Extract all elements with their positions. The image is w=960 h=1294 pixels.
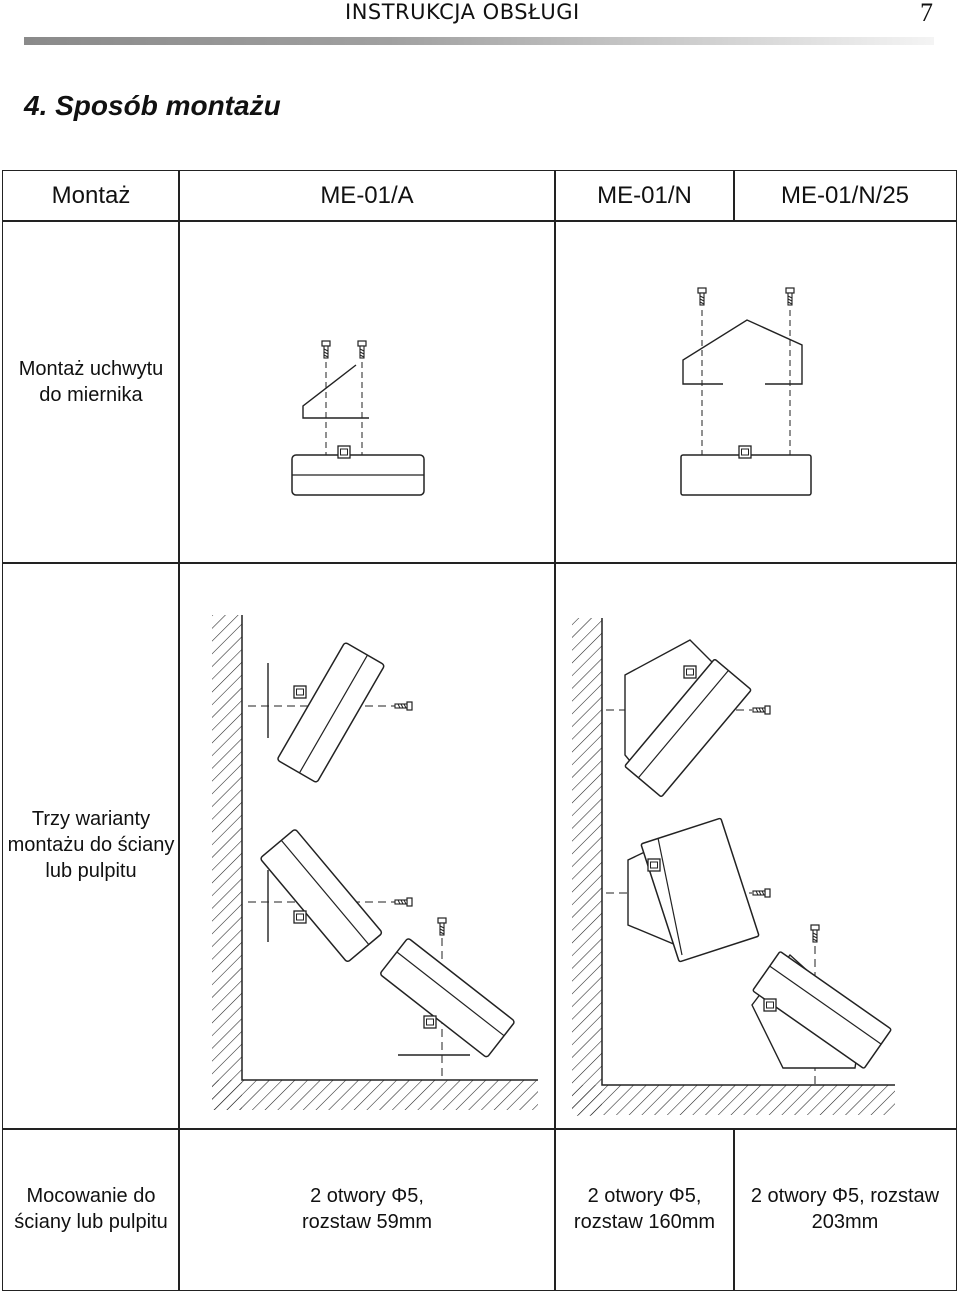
row-label-line: Trzy warianty bbox=[31, 808, 151, 830]
table-vline bbox=[178, 170, 180, 1291]
holes-spec-line: rozstaw 59mm bbox=[301, 1211, 433, 1233]
row-label-wall-fixing: Mocowanie do ściany lub pulpitu bbox=[4, 1183, 178, 1235]
table-vline bbox=[554, 170, 556, 1291]
mounting-table bbox=[2, 170, 957, 1291]
row-label-holder-mounting: Montaż uchwytu do miernika bbox=[4, 356, 178, 408]
table-hline bbox=[2, 220, 957, 222]
column-header-me01n: ME-01/N bbox=[597, 182, 692, 209]
holes-spec-line: 2 otwory Φ5, rozstaw bbox=[750, 1185, 940, 1207]
document-header-title: INSTRUKCJA OBSŁUGI bbox=[345, 0, 580, 24]
table-hline bbox=[2, 562, 957, 564]
row-label-line: Montaż uchwytu bbox=[18, 358, 164, 380]
column-header-me01n25: ME-01/N/25 bbox=[780, 182, 910, 209]
row-label-line: ściany lub pulpitu bbox=[14, 1211, 168, 1233]
row-label-line: lub pulpitu bbox=[45, 860, 137, 882]
holes-spec-me01a: 2 otwory Φ5, rozstaw 59mm bbox=[180, 1183, 554, 1235]
row-label-wall-variants: Trzy warianty montażu do ściany lub pulp… bbox=[4, 806, 178, 884]
row-label-line: montażu do ściany bbox=[7, 834, 175, 856]
column-header-montaz: Montaż bbox=[51, 182, 131, 209]
column-header-me01a: ME-01/A bbox=[320, 182, 414, 209]
holes-spec-line: rozstaw 160mm bbox=[573, 1211, 716, 1233]
section-title: 4. Sposób montażu bbox=[24, 90, 281, 121]
table-hline bbox=[2, 1128, 957, 1130]
row-label-line: Mocowanie do bbox=[26, 1185, 156, 1207]
holes-spec-line: 2 otwory Φ5, bbox=[587, 1185, 702, 1207]
table-vline bbox=[733, 170, 735, 221]
row-label-line: do miernika bbox=[39, 384, 143, 406]
holes-spec-line: 203mm bbox=[811, 1211, 879, 1233]
holes-spec-me01n: 2 otwory Φ5, rozstaw 160mm bbox=[556, 1183, 733, 1235]
page-number: 7 bbox=[920, 0, 933, 27]
header-divider-bar bbox=[24, 37, 934, 45]
table-vline bbox=[733, 1129, 735, 1291]
holes-spec-line: 2 otwory Φ5, bbox=[310, 1185, 424, 1207]
holes-spec-me01n25: 2 otwory Φ5, rozstaw 203mm bbox=[735, 1183, 955, 1235]
